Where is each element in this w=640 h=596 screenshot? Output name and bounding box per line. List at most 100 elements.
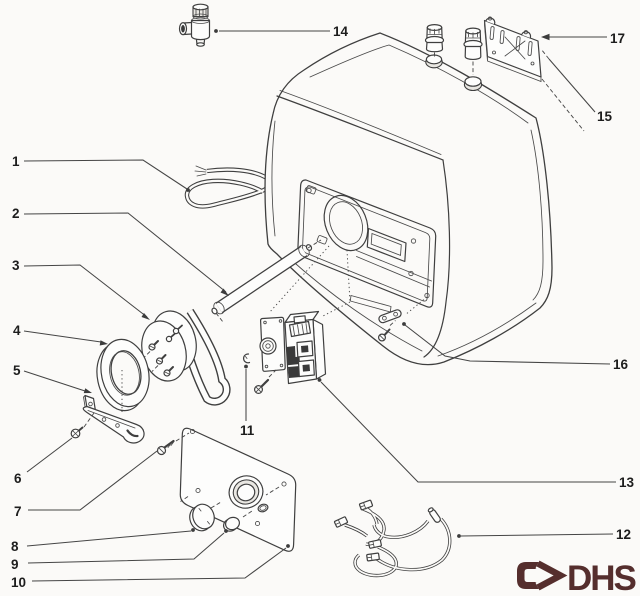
- bracket-screw: [70, 426, 84, 439]
- tank-top-ridge: [309, 44, 529, 124]
- earth-strap: [378, 309, 402, 342]
- mounting-bracket: [82, 394, 145, 444]
- wall-bracket: [483, 16, 542, 83]
- callout-label-9: 9: [11, 557, 19, 572]
- water-heater-tank: [264, 32, 553, 366]
- retaining-clip: [243, 353, 251, 364]
- spade-connector-2: [358, 499, 374, 511]
- callout-label-12: 12: [616, 527, 631, 542]
- callout-label-11: 11: [240, 423, 255, 438]
- tank-front-top-edge: [276, 95, 444, 161]
- valve-outlet-bore: [181, 25, 185, 33]
- callout-leader-4: [23, 330, 108, 346]
- bracket-plate: [483, 19, 542, 78]
- flange-opening-inner: [329, 201, 363, 245]
- cover-screw: [156, 439, 175, 456]
- recess-outer: [297, 179, 437, 308]
- recess-hole-2: [410, 238, 417, 244]
- bracket-slot-2: [499, 30, 505, 44]
- thermostat-screw: [254, 378, 270, 395]
- cover-plate: [179, 427, 297, 552]
- callout-leader-15: [540, 48, 596, 113]
- callout-label-1: 1: [12, 154, 20, 169]
- callout-label-15: 15: [597, 109, 613, 124]
- logo-arrow-icon: [517, 558, 573, 593]
- dashed-assembly-lines: [83, 52, 585, 518]
- recess-cutout-inner: [370, 232, 402, 257]
- thermostat: [254, 310, 327, 395]
- callout-leader-10: [31, 544, 290, 582]
- callout-label-10: 10: [11, 575, 26, 590]
- recess-inner: [302, 186, 431, 302]
- plate-boss-inner: [236, 483, 256, 502]
- tank-right-ridge: [530, 129, 544, 301]
- callout-leader-1: [23, 159, 190, 192]
- tank-recess-panel: [297, 179, 437, 313]
- earth-strap-screw: [378, 328, 391, 342]
- recess-hole-3: [408, 270, 414, 277]
- control-knob: [189, 503, 215, 532]
- fitting-left: [424, 24, 445, 69]
- callout-leader-6: [26, 437, 73, 473]
- callout-leader-13: [317, 378, 616, 483]
- element-screws: [165, 324, 183, 343]
- element-terminal-studs: [148, 340, 174, 377]
- recess-hole-4: [424, 292, 430, 299]
- callout-leader-9: [27, 529, 228, 564]
- gasket-hole: [110, 350, 142, 395]
- callout-leader-16: [402, 322, 611, 365]
- recess-tab-1: [305, 185, 317, 195]
- recess-strip: [356, 250, 432, 288]
- callout-leader-7: [28, 450, 158, 511]
- pipe-fittings: [424, 24, 483, 92]
- brand-logo: DHS: [517, 558, 638, 596]
- callout-labels: 1 2 3 4 5 6 7 8 9 10 11 12 13 14 15 16 1…: [11, 24, 635, 590]
- callout-label-16: 16: [613, 357, 629, 372]
- callout-leader-14: [214, 29, 330, 33]
- logo-text: DHS: [567, 559, 636, 596]
- bracket-cross-brace: [504, 36, 526, 60]
- callout-label-4: 4: [13, 323, 21, 338]
- callout-label-7: 7: [14, 504, 22, 519]
- callout-label-3: 3: [12, 258, 20, 273]
- flange-gasket: [96, 338, 150, 412]
- callout-leader-3: [23, 264, 150, 320]
- callout-label-5: 5: [13, 363, 21, 378]
- construction-lines: [83, 52, 585, 518]
- bracket-slot-1: [489, 26, 495, 40]
- button-cap: [223, 516, 240, 532]
- bracket-slot-4: [527, 41, 533, 56]
- tank-front-bottom-inner: [287, 256, 423, 352]
- wiring-harness: [333, 499, 452, 578]
- spade-connector-1: [333, 516, 349, 528]
- element-tube: [211, 244, 313, 315]
- tank-bottom-ridge: [437, 302, 537, 357]
- callout-label-13: 13: [619, 475, 635, 490]
- tank-left-ridge: [271, 120, 276, 237]
- callout-leader-12: [457, 533, 614, 538]
- thermostat-slot-2: [288, 366, 301, 378]
- callout-leader-2: [23, 212, 229, 296]
- power-cable: [184, 165, 272, 209]
- tank-front-top-inner: [279, 90, 442, 155]
- spade-connector-3: [368, 539, 382, 549]
- cable-wire-ends: [194, 165, 207, 177]
- callout-label-8: 8: [11, 539, 19, 554]
- heating-element: [141, 308, 231, 406]
- tank-front-right-edge: [423, 159, 451, 358]
- valve-body: [190, 19, 211, 41]
- bullet-connector: [427, 507, 441, 523]
- bracket-lip-slot: [126, 429, 139, 438]
- callout-leader-5: [23, 370, 92, 394]
- callout-label-17: 17: [610, 31, 625, 46]
- callout-leader-11: [244, 364, 248, 421]
- callout-label-14: 14: [333, 24, 349, 39]
- callout-label-2: 2: [12, 206, 20, 221]
- tank-silhouette: [264, 32, 553, 366]
- recess-tab-2: [316, 235, 328, 245]
- fitting-right: [463, 27, 483, 92]
- callout-leader-8: [26, 528, 195, 547]
- callout-leaders: [23, 29, 616, 582]
